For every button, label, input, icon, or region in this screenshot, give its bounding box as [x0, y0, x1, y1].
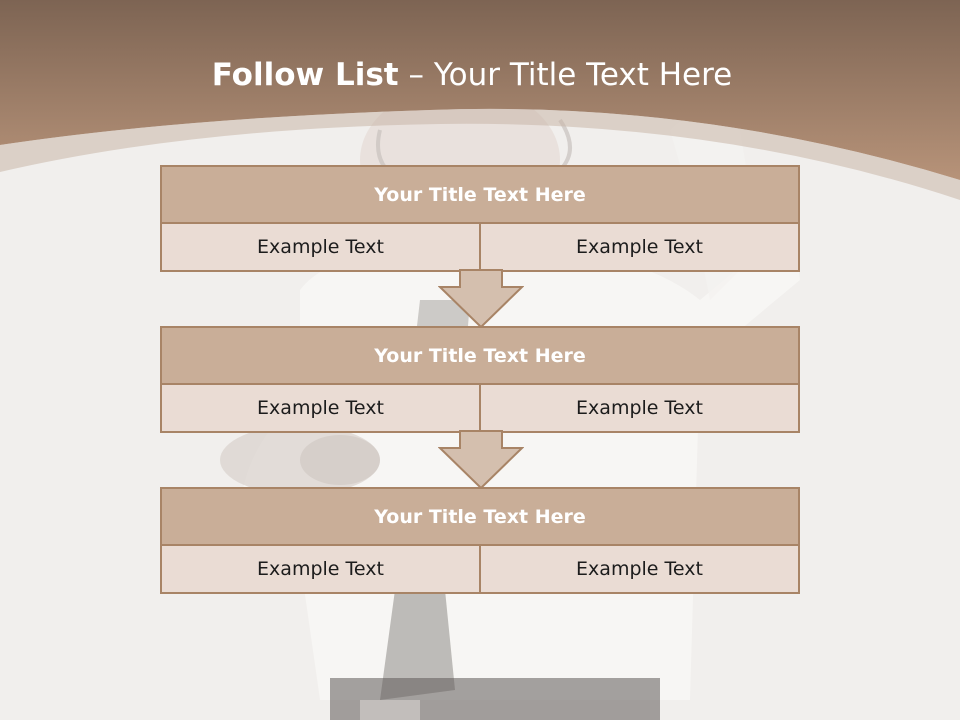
title-rest-part: – Your Title Text Here [408, 57, 733, 93]
block-cell-left: Example Text [257, 236, 384, 258]
list-block-3: Your Title Text Here Example Text Exampl… [160, 487, 800, 594]
block-row: Example Text Example Text [162, 546, 798, 592]
block-row: Example Text Example Text [162, 224, 798, 270]
list-block-2: Your Title Text Here Example Text Exampl… [160, 326, 800, 433]
block-cell-left: Example Text [257, 558, 384, 580]
list-block-1: Your Title Text Here Example Text Exampl… [160, 165, 800, 272]
down-arrow-icon [438, 269, 524, 329]
block-cell-right: Example Text [479, 385, 798, 431]
block-row: Example Text Example Text [162, 385, 798, 431]
title-bold-part: Follow List [211, 57, 399, 93]
block-cell-left: Example Text [257, 397, 384, 419]
slide-title: Follow List – Your Title Text Here [0, 52, 944, 98]
block-title: Your Title Text Here [162, 328, 798, 385]
block-title: Your Title Text Here [162, 167, 798, 224]
block-title: Your Title Text Here [162, 489, 798, 546]
block-cell-right: Example Text [479, 224, 798, 270]
down-arrow-icon [438, 430, 524, 490]
block-cell-right: Example Text [479, 546, 798, 592]
header-band [0, 0, 960, 200]
